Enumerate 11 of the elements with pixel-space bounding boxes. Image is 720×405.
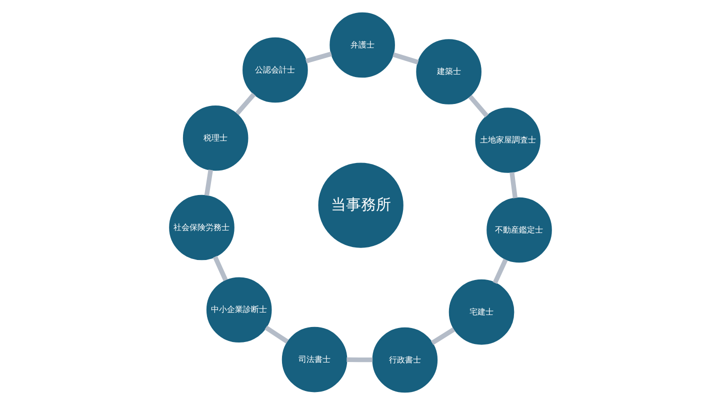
- connector: [468, 94, 488, 118]
- connector: [492, 258, 508, 284]
- connector: [212, 256, 228, 282]
- connector: [234, 92, 256, 116]
- connector: [392, 52, 418, 64]
- connector: [430, 327, 455, 345]
- connector: [509, 172, 517, 198]
- connector: [204, 170, 212, 196]
- connector: [346, 357, 372, 362]
- connector: [264, 326, 288, 344]
- node-circle: 当事務所: [318, 162, 403, 248]
